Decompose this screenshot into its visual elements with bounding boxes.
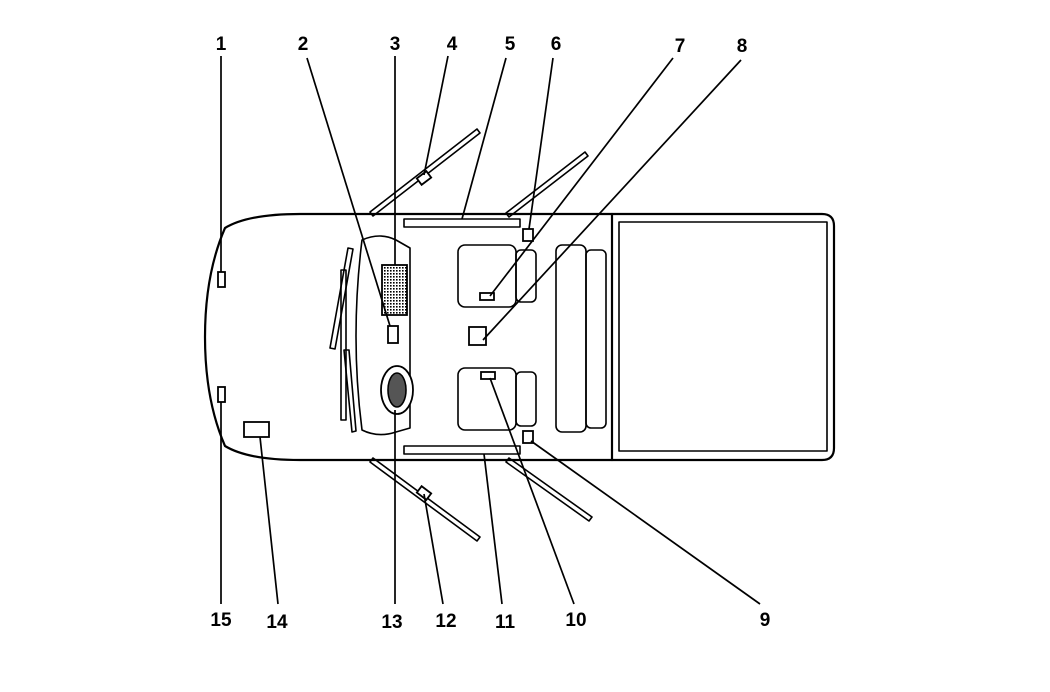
leader-line-14 xyxy=(259,436,279,605)
right-side-bar xyxy=(403,445,521,455)
windshield-wipers xyxy=(329,247,357,433)
callout-15: 15 xyxy=(210,610,232,631)
leader-line-10 xyxy=(489,377,575,605)
leader-line-11 xyxy=(483,453,503,605)
components xyxy=(217,169,534,502)
rear-seat xyxy=(555,244,607,433)
leader-line-2 xyxy=(306,57,391,327)
callout-5: 5 xyxy=(505,34,516,55)
leader-line-12 xyxy=(423,493,444,605)
component-14 xyxy=(243,421,270,438)
callout-10: 10 xyxy=(565,610,586,631)
callout-1: 1 xyxy=(216,34,227,55)
component-6 xyxy=(522,228,534,242)
leader-lines xyxy=(220,55,761,605)
vehicle-body xyxy=(203,212,836,462)
callout-13: 13 xyxy=(381,612,402,633)
dashboard xyxy=(355,235,411,436)
leader-line-5 xyxy=(461,57,507,220)
callout-9: 9 xyxy=(760,610,771,631)
callout-14: 14 xyxy=(266,612,288,633)
component-3-mesh xyxy=(381,264,408,316)
component-7 xyxy=(479,292,495,301)
callout-4: 4 xyxy=(447,34,458,55)
component-8 xyxy=(468,326,487,346)
callout-6: 6 xyxy=(551,34,562,55)
component-2 xyxy=(387,325,399,344)
leader-line-6 xyxy=(528,57,554,230)
component-9 xyxy=(522,430,534,444)
callout-12: 12 xyxy=(435,611,456,632)
callout-11: 11 xyxy=(495,612,516,633)
left-side-bar xyxy=(403,218,521,228)
callout-8: 8 xyxy=(737,36,748,57)
leader-line-7 xyxy=(489,57,674,297)
callout-2: 2 xyxy=(298,34,309,55)
component-10 xyxy=(480,371,496,380)
component-4 xyxy=(415,169,433,187)
door-glass xyxy=(369,128,593,542)
callout-3: 3 xyxy=(390,34,401,55)
component-12 xyxy=(415,484,433,502)
callout-7: 7 xyxy=(675,36,686,57)
callout-labels: 1 2 3 4 5 6 7 8 9 10 11 12 13 14 15 xyxy=(210,34,770,633)
leader-line-8 xyxy=(482,59,742,341)
leader-line-4 xyxy=(423,55,449,176)
front-seats xyxy=(457,244,537,431)
component-1 xyxy=(217,271,226,288)
leader-line-9 xyxy=(530,440,761,605)
component-13 xyxy=(387,372,407,408)
component-15 xyxy=(217,386,226,403)
